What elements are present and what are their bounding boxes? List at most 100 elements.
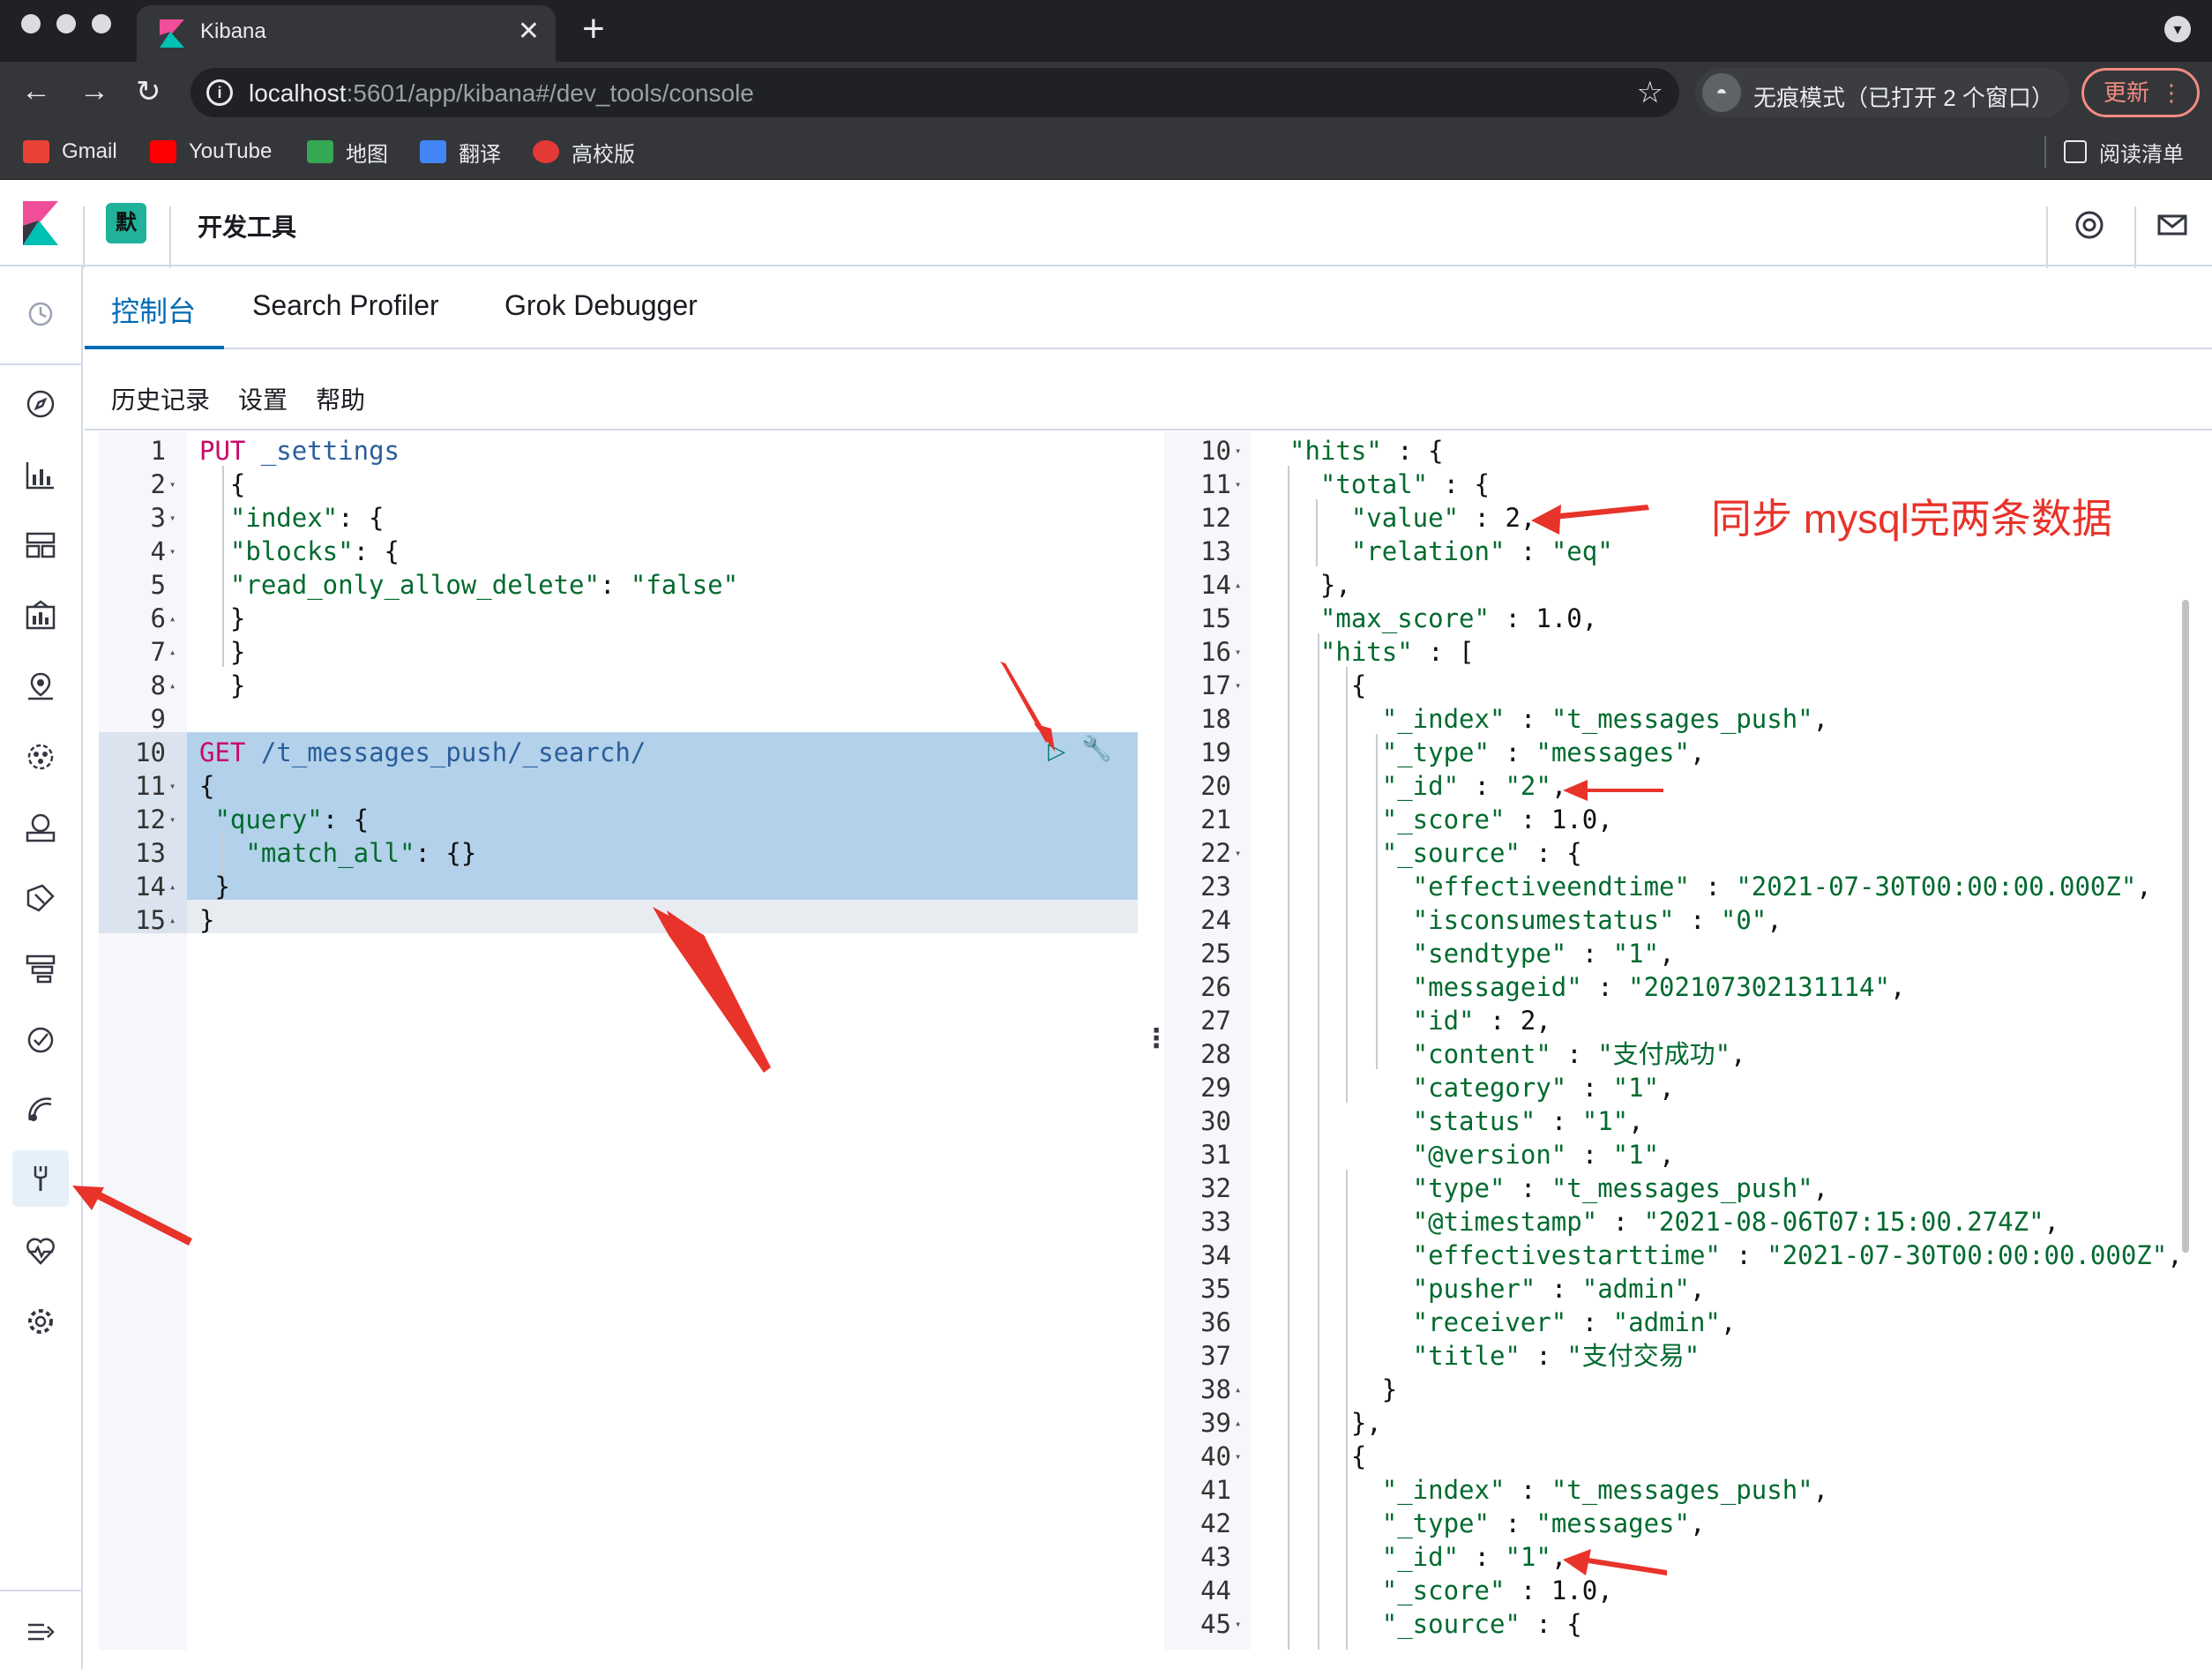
bookmark-star-icon[interactable]: ☆ [1636, 76, 1663, 109]
dashboard-icon[interactable] [25, 529, 56, 561]
code-line[interactable]: 40▾ { [1164, 1440, 2212, 1473]
code-line[interactable]: 21 "_score" : 1.0, [1164, 803, 2212, 836]
site-info-icon[interactable]: i [206, 79, 233, 106]
code-line[interactable]: 17▾ { [1164, 669, 2212, 702]
newsfeed-mail-icon[interactable] [2157, 210, 2187, 240]
fold-toggle-icon[interactable]: ▾ [1235, 646, 1242, 658]
new-tab-button[interactable]: + [582, 7, 605, 50]
fold-toggle-icon[interactable]: ▾ [169, 545, 176, 558]
bookmark-gmail[interactable]: Gmail [23, 134, 117, 169]
code-line[interactable]: 45▾ "_source" : { [1164, 1607, 2212, 1641]
help-icon[interactable] [2074, 210, 2104, 240]
tab-search-profiler[interactable]: Search Profiler [252, 289, 439, 321]
fold-toggle-icon[interactable]: ▾ [1235, 445, 1242, 457]
reload-icon[interactable]: ↻ [136, 75, 161, 109]
code-line[interactable]: 2▾ { [99, 468, 1138, 501]
bookmark-translate[interactable]: 翻译 [420, 134, 501, 169]
code-line[interactable]: 16▾ "hits" : [ [1164, 635, 2212, 669]
code-line[interactable]: 28 "content" : "支付成功", [1164, 1037, 2212, 1071]
response-scrollbar[interactable] [2182, 600, 2189, 1253]
fold-toggle-icon[interactable]: ▴ [169, 880, 176, 893]
code-line[interactable]: 35 "pusher" : "admin", [1164, 1272, 2212, 1306]
help-link[interactable]: 帮助 [316, 386, 366, 414]
code-line[interactable]: 9 [99, 702, 1138, 736]
request-settings-wrench-icon[interactable]: 🔧 [1081, 735, 1112, 762]
forward-icon[interactable]: → [79, 74, 109, 108]
code-line[interactable]: 22▾ "_source" : { [1164, 836, 2212, 870]
maps-icon[interactable] [25, 670, 56, 702]
siem-icon[interactable] [25, 1094, 56, 1126]
code-line[interactable]: 14▴ } [99, 870, 1138, 903]
tab-console[interactable]: 控制台 [111, 296, 197, 327]
code-line[interactable]: 37 "title" : "支付交易" [1164, 1339, 2212, 1373]
visualize-icon[interactable] [25, 459, 56, 490]
fold-toggle-icon[interactable]: ▴ [169, 679, 176, 692]
code-line[interactable]: 42 "_type" : "messages", [1164, 1507, 2212, 1540]
fold-toggle-icon[interactable]: ▴ [1235, 579, 1242, 591]
fold-toggle-icon[interactable]: ▾ [169, 512, 176, 524]
code-line[interactable]: 44 "_score" : 1.0, [1164, 1574, 2212, 1607]
code-line[interactable]: 39▴ }, [1164, 1406, 2212, 1440]
fold-toggle-icon[interactable]: ▾ [1235, 1618, 1242, 1630]
uptime-icon[interactable] [25, 1023, 56, 1055]
code-line[interactable]: 38▴ } [1164, 1373, 2212, 1406]
code-line[interactable]: 13 "relation" : "eq" [1164, 535, 2212, 568]
code-line[interactable]: 32 "type" : "t_messages_push", [1164, 1171, 2212, 1205]
code-line[interactable]: 24 "isconsumestatus" : "0", [1164, 903, 2212, 937]
code-line[interactable]: 15 "max_score" : 1.0, [1164, 602, 2212, 635]
code-line[interactable]: 34 "effectivestarttime" : "2021-07-30T00… [1164, 1239, 2212, 1272]
code-line[interactable]: 18 "_index" : "t_messages_push", [1164, 702, 2212, 736]
reading-list-button[interactable]: 阅读清单 [2064, 134, 2184, 169]
tab-close-icon[interactable]: ✕ [517, 17, 540, 46]
code-line[interactable]: 33 "@timestamp" : "2021-08-06T07:15:00.2… [1164, 1205, 2212, 1239]
code-line[interactable]: 29 "category" : "1", [1164, 1071, 2212, 1104]
code-line[interactable]: 23 "effectiveendtime" : "2021-07-30T00:0… [1164, 870, 2212, 903]
fold-toggle-icon[interactable]: ▾ [169, 780, 176, 792]
code-line[interactable]: 7▴ } [99, 635, 1138, 669]
code-line[interactable]: 14▴ }, [1164, 568, 2212, 602]
fold-toggle-icon[interactable]: ▾ [1235, 679, 1242, 692]
settings-link[interactable]: 设置 [238, 386, 288, 414]
incognito-indicator[interactable]: ◓ 无痕模式（已打开 2 个窗口） [1695, 68, 2069, 117]
fold-toggle-icon[interactable]: ▾ [1235, 478, 1242, 490]
code-line[interactable]: 6▴ } [99, 602, 1138, 635]
canvas-icon[interactable] [25, 600, 56, 632]
url-text[interactable]: localhost:5601/app/kibana#/dev_tools/con… [249, 79, 754, 107]
code-line[interactable]: 8▴ } [99, 669, 1138, 702]
code-line[interactable]: 11▾ "total" : { [1164, 468, 2212, 501]
browser-tab-kibana[interactable]: Kibana ✕ [137, 5, 556, 62]
history-link[interactable]: 历史记录 [111, 386, 211, 414]
recently-viewed-icon[interactable] [25, 298, 56, 330]
more-menu-icon[interactable]: ⋮ [2160, 79, 2183, 106]
code-line[interactable]: 12▾ "query": { [99, 803, 1138, 836]
code-line[interactable]: 25 "sendtype" : "1", [1164, 937, 2212, 970]
maximize-window-button[interactable] [92, 14, 111, 34]
code-line[interactable]: 30 "status" : "1", [1164, 1104, 2212, 1138]
management-gear-icon[interactable] [25, 1306, 56, 1337]
tab-search-icon[interactable]: ▾ [2164, 16, 2191, 42]
minimize-window-button[interactable] [56, 14, 76, 34]
space-avatar[interactable]: 默 [106, 203, 146, 243]
code-line[interactable]: 27 "id" : 2, [1164, 1004, 2212, 1037]
fold-toggle-icon[interactable]: ▴ [169, 646, 176, 658]
discover-icon[interactable] [25, 388, 56, 420]
back-icon[interactable]: ← [21, 74, 51, 108]
code-line[interactable]: 36 "receiver" : "admin", [1164, 1306, 2212, 1339]
code-line[interactable]: 4▾ "blocks": { [99, 535, 1138, 568]
fold-toggle-icon[interactable]: ▾ [1235, 847, 1242, 859]
fold-toggle-icon[interactable]: ▴ [169, 914, 176, 926]
send-request-play-icon[interactable]: ▷ [1048, 737, 1065, 764]
apm-icon[interactable] [25, 953, 56, 984]
tab-grok-debugger[interactable]: Grok Debugger [504, 289, 698, 321]
update-button[interactable]: 更新⋮ [2081, 68, 2200, 117]
machine-learning-icon[interactable] [25, 741, 56, 773]
response-viewer[interactable]: 10▾"hits" : {11▾ "total" : {12 "value" :… [1164, 432, 2212, 1650]
code-line[interactable]: 43 "_id" : "1", [1164, 1540, 2212, 1574]
code-line[interactable]: 3▾ "index": { [99, 501, 1138, 535]
fold-toggle-icon[interactable]: ▾ [169, 813, 176, 826]
fold-toggle-icon[interactable]: ▴ [1235, 1417, 1242, 1429]
code-line[interactable]: 19 "_type" : "messages", [1164, 736, 2212, 769]
